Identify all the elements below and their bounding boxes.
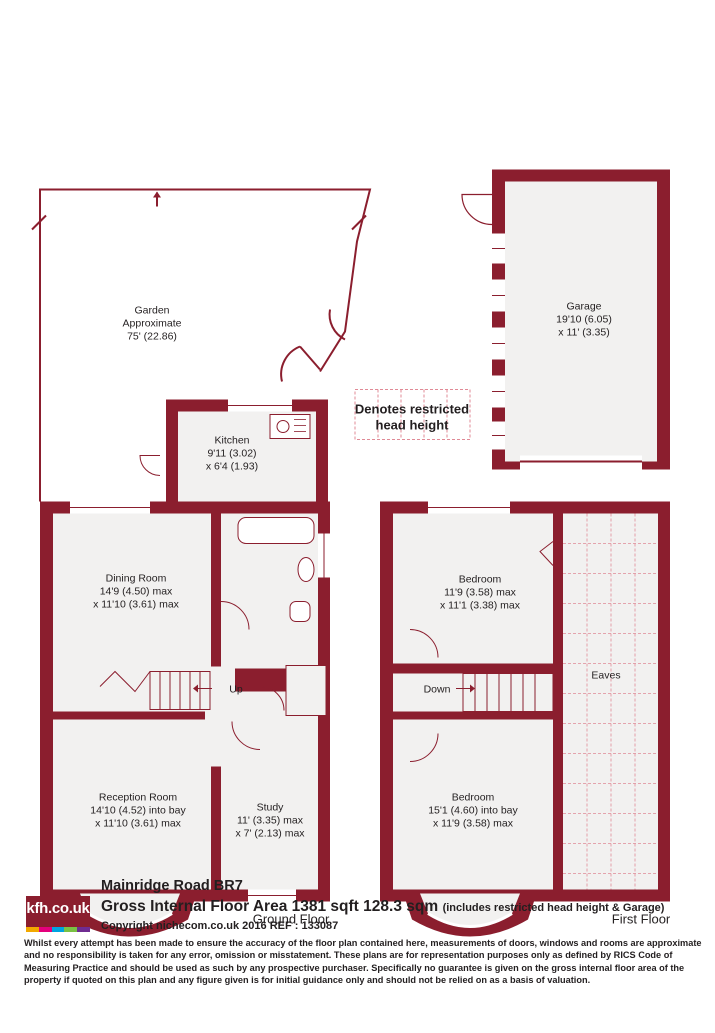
- garage-line-1: 19'10 (6.05): [556, 314, 612, 326]
- study-label: Study: [257, 802, 285, 814]
- property-address: Mainridge Road BR7: [101, 878, 243, 894]
- first-floor-label: First Floor: [612, 912, 671, 927]
- dining-line-2: x 11'10 (3.61) max: [93, 599, 180, 611]
- dining-label: Dining Room: [106, 573, 167, 585]
- logo-color-3: [51, 927, 65, 932]
- ground-floor-label: Ground Floor: [253, 912, 330, 927]
- bedroom2-line-1: 15'1 (4.60) into bay: [428, 805, 518, 817]
- dining-line-1: 14'9 (4.50) max: [100, 586, 173, 598]
- down-arrow-icon: [470, 684, 475, 693]
- garage: [461, 169, 670, 470]
- reception-line-1: 14'10 (4.52) into bay: [90, 805, 186, 817]
- garage-line-2: x 11' (3.35): [558, 327, 609, 339]
- bedroom1-line-2: x 11'1 (3.38) max: [440, 600, 521, 612]
- garden-label: Garden: [134, 305, 169, 317]
- gia-note: (includes restricted head height & Garag…: [442, 902, 665, 914]
- kitchen-label: Kitchen: [214, 435, 249, 447]
- stairs-down-label: Down: [424, 684, 451, 696]
- logo-color-1: [26, 927, 39, 932]
- garden-line-1: Approximate: [123, 318, 182, 330]
- first-floor: [380, 501, 670, 937]
- eaves-label: Eaves: [591, 670, 620, 682]
- logo-color-2: [38, 927, 52, 932]
- garden-arrow-icon: [153, 191, 161, 198]
- bedroom1-line-1: 11'9 (3.58) max: [444, 587, 517, 599]
- copyright: Copyright nichecom.co.uk 2016 REF : 1330…: [101, 920, 339, 932]
- study-line-2: x 7' (2.13) max: [235, 828, 305, 840]
- reception-line-2: x 11'10 (3.61) max: [95, 818, 182, 830]
- up-arrow-icon: [193, 684, 198, 693]
- ground-floor: [40, 399, 330, 937]
- study-line-1: 11' (3.35) max: [237, 815, 304, 827]
- logo-text: kfh.co.uk: [26, 900, 90, 917]
- logo-color-bar: [26, 927, 90, 932]
- restricted-height-legend: [354, 389, 471, 440]
- logo-color-5: [77, 927, 90, 932]
- disclaimer: Whilst every attempt has been made to en…: [24, 938, 702, 985]
- legend-line-1: Denotes restricted: [355, 402, 469, 417]
- bedroom2-label: Bedroom: [452, 792, 495, 804]
- gia-value: Gross Internal Floor Area 1381 sqft 128.…: [101, 898, 439, 915]
- garden-outline: [31, 188, 372, 502]
- garden-line-2: 75' (22.86): [127, 331, 177, 343]
- kfh-logo: kfh.co.uk: [26, 896, 90, 932]
- bedroom1-label: Bedroom: [459, 574, 502, 586]
- kitchen-line-2: x 6'4 (1.93): [206, 461, 258, 473]
- stairs-up-label: Up: [229, 684, 243, 696]
- reception-label: Reception Room: [99, 792, 177, 804]
- bedroom2-line-2: x 11'9 (3.58) max: [433, 818, 514, 830]
- gross-internal-area: Gross Internal Floor Area 1381 sqft 128.…: [101, 898, 664, 916]
- logo-color-4: [64, 927, 78, 932]
- garage-label: Garage: [566, 301, 601, 313]
- legend-line-2: head height: [376, 418, 450, 433]
- kitchen-line-1: 9'11 (3.02): [207, 448, 256, 460]
